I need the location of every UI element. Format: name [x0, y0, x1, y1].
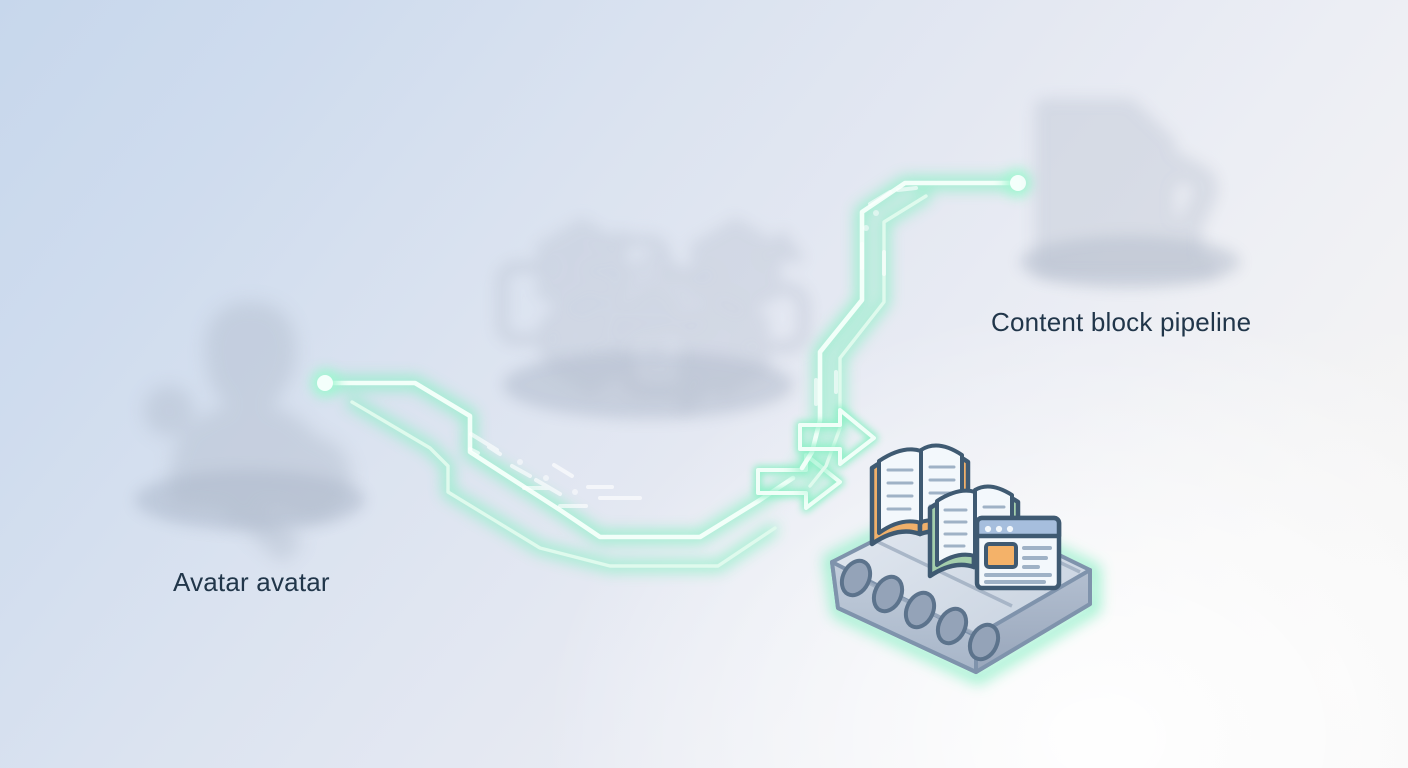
magnifier-icon — [263, 423, 368, 551]
node-content-conveyor[interactable] — [823, 443, 1100, 685]
node-avatar-persona[interactable] — [159, 289, 368, 551]
node-content-block-pipeline[interactable] — [1044, 89, 1229, 269]
robot-arm-icon — [1108, 139, 1229, 269]
circuit-dash-marks — [468, 432, 642, 508]
cube-front-right — [687, 282, 781, 391]
cube-arrow-orange-center — [608, 304, 664, 338]
document-green-block — [1065, 141, 1119, 195]
browser-window-icon — [974, 515, 1062, 591]
label-content-block-pipeline: Content block pipeline — [991, 307, 1252, 337]
connector-pipeline-to-conveyor — [793, 169, 1032, 494]
node-block-cluster[interactable] — [505, 208, 821, 404]
cube-arrow-orange-right — [749, 222, 821, 345]
document-fold-corner — [1138, 89, 1186, 135]
conveyor-rollers — [839, 558, 1001, 662]
label-avatar-avatar: Avatar avatar — [173, 567, 330, 597]
document-orange-bar — [1063, 228, 1143, 256]
person-hair — [220, 289, 313, 371]
connector-avatar-to-conveyor — [311, 369, 845, 572]
person-collar — [218, 395, 312, 453]
browser-traffic-dots — [984, 525, 1014, 533]
